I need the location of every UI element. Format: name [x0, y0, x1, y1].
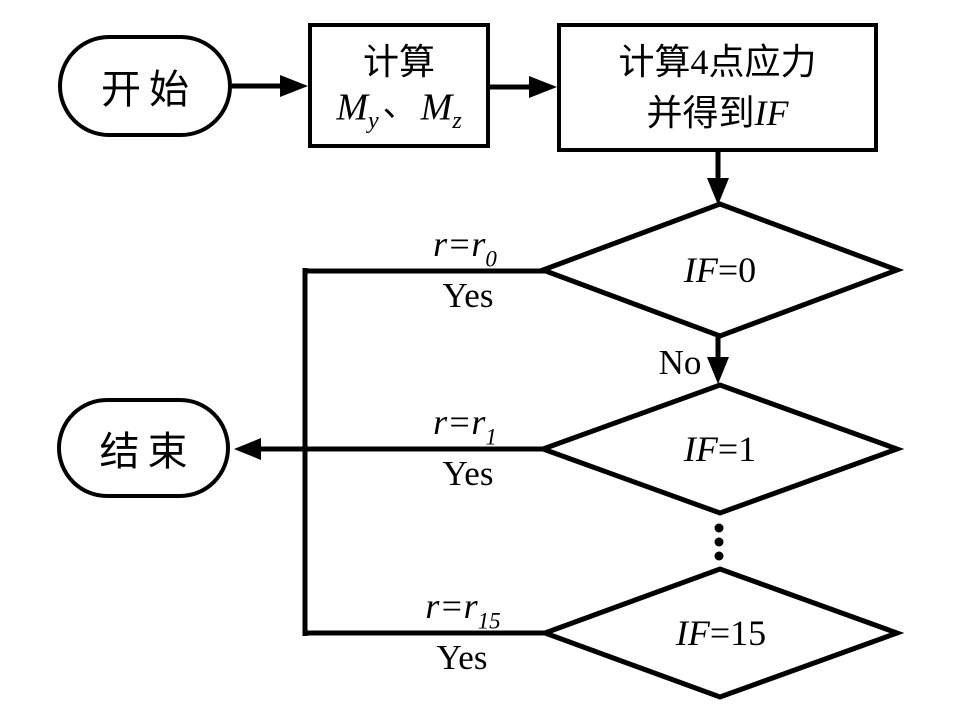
diamond-if0-shape — [535, 201, 905, 339]
r-var: r=r — [433, 402, 486, 442]
branch2-assignment-label: r=r1 — [395, 404, 535, 448]
arrow-box1-to-box2 — [490, 76, 557, 98]
arrow-box2-to-diamond1 — [707, 152, 729, 205]
box2-line1: 计算4点应力 — [618, 42, 817, 83]
enumeration-comma: 、 — [382, 87, 417, 125]
if-value: =1 — [717, 429, 757, 469]
vertical-ellipsis-icon — [714, 523, 724, 561]
end-node: 结束 — [57, 398, 230, 498]
arrowhead-icon — [707, 178, 729, 205]
decision-if15-label: IF=15 — [545, 571, 897, 695]
if-var: IF — [675, 613, 710, 653]
branch1-assignment-label: r=r0 — [395, 226, 535, 270]
diamond-if15-shape — [537, 566, 905, 700]
branch2-yes-label: Yes — [442, 454, 494, 493]
r-var: r=r — [433, 224, 486, 264]
arrowhead-icon — [529, 76, 557, 98]
if-var: IF — [683, 250, 718, 290]
start-label: 开始 — [101, 67, 197, 112]
var-Mz-base: M — [420, 86, 453, 129]
decision-if1-label: IF=1 — [543, 387, 897, 511]
process-box-calc-moments: 计算 My、Mz — [308, 23, 490, 148]
no-label: No — [658, 343, 702, 382]
r-sub: 0 — [485, 246, 497, 272]
if-var: IF — [683, 429, 718, 469]
if-value: =0 — [717, 250, 757, 290]
branch2-line-to-end — [234, 438, 545, 460]
end-label: 结束 — [99, 429, 196, 474]
decision-if0-label: IF=0 — [543, 206, 897, 334]
box2-line2-text: 并得到 — [646, 92, 755, 133]
var-Mz-sub: z — [452, 107, 462, 134]
diamond-if1-shape — [535, 382, 905, 516]
arrow-no-diamond1-to-diamond2 — [707, 335, 729, 384]
box1-line1: 计算 — [362, 41, 435, 82]
if-value: =15 — [709, 613, 767, 653]
arrowhead-icon — [234, 438, 261, 460]
r-sub: 15 — [477, 608, 501, 634]
arrow-start-to-box1 — [232, 75, 308, 97]
box1-line2: My、Mz — [336, 87, 461, 134]
start-node: 开始 — [58, 35, 232, 137]
branch3-yes-label: Yes — [436, 638, 488, 677]
r-sub: 1 — [485, 424, 497, 450]
arrowhead-icon — [280, 75, 308, 97]
process-box-calc-stress: 计算4点应力 并得到IF — [557, 23, 878, 152]
arrowhead-icon — [707, 357, 729, 384]
box2-line2: 并得到IF — [647, 88, 789, 138]
branch3-assignment-label: r=r15 — [388, 588, 538, 632]
var-My-sub: y — [368, 107, 379, 134]
r-var: r=r — [425, 586, 478, 626]
box2-line2-var: IF — [754, 92, 789, 133]
branch1-yes-label: Yes — [442, 276, 494, 315]
var-My-base: M — [336, 86, 368, 129]
